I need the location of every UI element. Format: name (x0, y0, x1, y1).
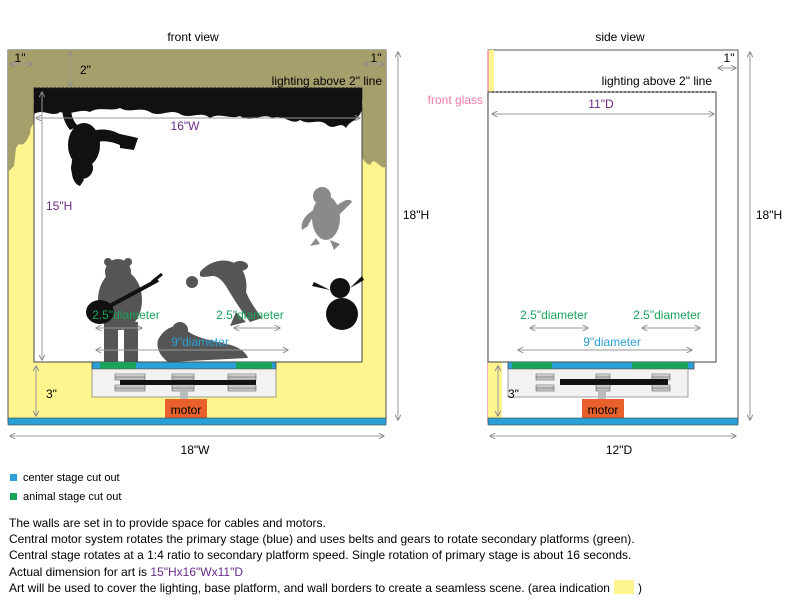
legend-animal-stage: animal stage cut out (10, 491, 121, 503)
front-diam-right: 2.5"diameter (216, 308, 284, 322)
side-diam-center: 9"diameter (583, 335, 641, 349)
legend-center-stage: center stage cut out (10, 472, 120, 484)
front-dim-3: 3" (46, 387, 57, 401)
sealion-silhouette (186, 260, 262, 326)
side-dim-3: 3" (508, 387, 519, 401)
bear-guitar-silhouette (86, 258, 163, 362)
side-view-title: side view (595, 30, 645, 44)
front-diam-center: 9"diameter (171, 335, 229, 349)
front-diam-left: 2.5"diameter (92, 308, 160, 322)
penguin-silhouette (301, 187, 352, 250)
front-dimensions (10, 52, 398, 436)
side-dim-1: 1" (724, 51, 735, 65)
notes: The walls are set in to provide space fo… (9, 515, 789, 596)
side-depth-12: 12"D (606, 443, 633, 457)
area-indication-swatch (613, 579, 634, 594)
side-dimensions (490, 52, 750, 436)
front-height-18: 18"H (403, 208, 429, 222)
side-motor-label: motor (588, 403, 619, 417)
note-line-5-prefix: Art will be used to cover the lighting, … (9, 580, 610, 595)
side-diam-left: 2.5"diameter (520, 308, 588, 322)
note-line-3: Central stage rotates at a 1:4 ratio to … (9, 548, 632, 563)
front-height-15: 15"H (46, 199, 72, 213)
front-dim-2: 2" (80, 63, 91, 77)
note-line-5-suffix: ) (637, 580, 642, 595)
seal-silhouette (157, 322, 248, 362)
snowman-silhouette (312, 276, 364, 330)
note-line-4-prefix: Actual dimension for art is (9, 564, 151, 579)
front-lighting-label: lighting above 2" line (272, 74, 383, 88)
front-width-18: 18"W (181, 443, 211, 457)
legend-center-stage-label: center stage cut out (23, 472, 120, 484)
note-line-5: Art will be used to cover the lighting, … (9, 579, 789, 596)
front-platforms (7, 361, 387, 426)
front-view-title: front view (167, 30, 219, 44)
side-front-glass-label: front glass (428, 93, 483, 107)
animal-stage-swatch (10, 493, 17, 500)
note-line-1: The walls are set in to provide space fo… (9, 516, 326, 530)
front-dim-1-left: 1" (15, 51, 26, 65)
side-depth-11: 11"D (588, 97, 614, 111)
side-height-18: 18"H (756, 208, 782, 222)
note-line-4: Actual dimension for art is 15"Hx16"Wx11… (9, 564, 789, 580)
front-dim-1-right: 1" (371, 51, 382, 65)
side-lighting-label: lighting above 2" line (602, 74, 713, 88)
front-width-16: 16"W (171, 119, 201, 133)
legend-animal-stage-label: animal stage cut out (23, 491, 122, 503)
center-stage-swatch (10, 474, 17, 481)
stage-diagram: front view (7, 30, 782, 457)
note-line-2: Central motor system rotates the primary… (9, 532, 635, 547)
side-diam-right: 2.5"diameter (633, 308, 701, 322)
front-motor-label: motor (171, 403, 202, 417)
art-dimension-value: 15"Hx16"Wx11"D (150, 564, 243, 579)
side-platforms (487, 361, 739, 426)
